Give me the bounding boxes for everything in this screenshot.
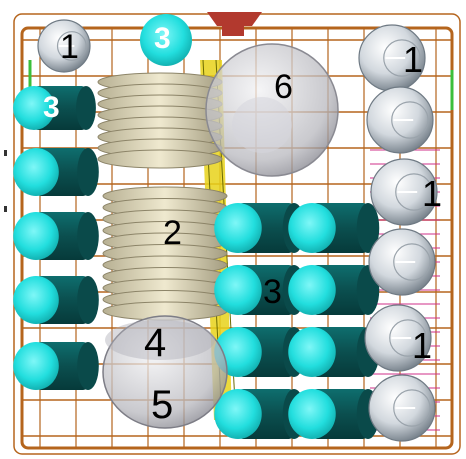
- glass-top: [140, 14, 192, 66]
- cup-right-4: [368, 228, 436, 296]
- rack-handle: [207, 12, 262, 36]
- glass-end-dark: [77, 276, 99, 324]
- label-bowl-small: 4: [144, 321, 166, 365]
- glass-left-1: [13, 86, 96, 130]
- cup-top-left: [37, 19, 91, 73]
- label-bowl-large: 6: [274, 68, 293, 106]
- cup-rim: [389, 319, 427, 357]
- glass-mid-6: [288, 327, 380, 377]
- glass-left-4: [13, 276, 99, 324]
- glass-end-dark: [76, 86, 96, 130]
- cup-right-5: [364, 304, 432, 372]
- label-glass-top: 3: [154, 22, 171, 55]
- glass-end: [13, 342, 59, 390]
- glass-end: [13, 86, 55, 130]
- cup-rim: [391, 101, 429, 139]
- glass-end-dark: [77, 148, 99, 196]
- glass-end: [214, 389, 262, 439]
- glass-end: [13, 276, 59, 324]
- cup-right-3: [370, 158, 438, 226]
- glass-mid-8: [288, 389, 380, 439]
- glass-end: [214, 265, 262, 315]
- label-cups-top: 1: [60, 28, 79, 66]
- glass-mid-3: [214, 265, 306, 315]
- glass-left-5: [13, 342, 99, 390]
- item-labels: 1 3 3 6 2 3 4 5 1 1 1: [43, 22, 442, 427]
- label-cup-right-5: 1: [412, 325, 432, 366]
- glass-end-dark: [77, 342, 99, 390]
- plate: [97, 149, 223, 169]
- cup-rim: [395, 173, 433, 211]
- glass-end: [288, 327, 336, 377]
- label-glass-center: 3: [263, 273, 282, 311]
- label-cup-right-3: 1: [422, 173, 442, 214]
- glass-mid-2: [288, 203, 380, 253]
- label-cup-right-1: 1: [403, 39, 423, 80]
- glass-end-dark: [356, 203, 380, 253]
- bowl-small: [102, 315, 228, 429]
- cup-rim: [383, 39, 421, 77]
- bowl-large: [205, 43, 339, 177]
- glass-end: [13, 212, 59, 260]
- glass-mid-4: [288, 265, 380, 315]
- glass-left-3: [13, 212, 99, 260]
- cup-rim: [393, 389, 431, 427]
- glass-end: [288, 265, 336, 315]
- cup-rim: [56, 31, 87, 61]
- glass-end: [13, 148, 59, 196]
- plates-stack: [97, 72, 228, 321]
- glass-left-2: [13, 148, 99, 196]
- cups-group: [37, 19, 438, 442]
- label-bowl-bottom: 5: [151, 383, 173, 427]
- glass-end-dark: [77, 212, 99, 260]
- cup-right-2: [366, 86, 434, 154]
- label-plates: 2: [163, 214, 182, 252]
- cup-right-6: [368, 374, 436, 442]
- glass-end: [288, 203, 336, 253]
- cup-rim: [393, 243, 431, 281]
- rack-marker: [4, 206, 7, 212]
- glass-end: [288, 389, 336, 439]
- label-glass-left: 3: [43, 91, 60, 124]
- glass-end: [214, 203, 262, 253]
- rack-marker: [4, 150, 7, 156]
- glasses-group: [13, 14, 380, 439]
